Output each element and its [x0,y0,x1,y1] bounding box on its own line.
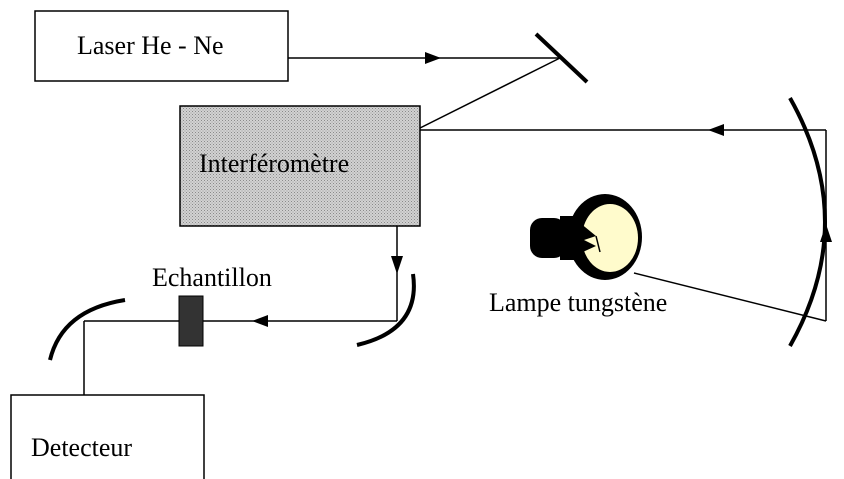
detector-label: Detecteur [31,433,132,462]
laser-label: Laser He - Ne [77,31,224,60]
interferometer-label: Interféromètre [199,149,349,178]
detector: Detecteur [10,394,205,479]
interferometer: Interféromètre [179,105,421,227]
tungsten-lamp-icon [530,194,642,280]
interferometer-out-arrow [391,256,403,274]
right-vertical-beam-arrow [820,224,832,242]
laser-beam-arrow [425,52,441,64]
flat-mirror-icon [534,32,589,84]
right-concave-mirror [788,97,827,347]
laser-source: Laser He - Ne [34,10,289,82]
sample [178,295,204,347]
lamp-base [530,218,566,258]
lamp-label: Lampe tungstène [489,288,667,317]
mirror-to-interferometer-beam [419,57,561,129]
laser-box [34,10,289,82]
detector-box [10,394,205,479]
sample-concave-mirror [356,273,416,347]
detector-concave-mirror [48,298,126,361]
sample-label: Echantillon [152,263,272,292]
sample-beam-arrow [252,315,268,327]
interferometer-box [179,105,421,227]
return-beam-arrow [708,124,724,136]
lamp-beam [633,272,827,322]
